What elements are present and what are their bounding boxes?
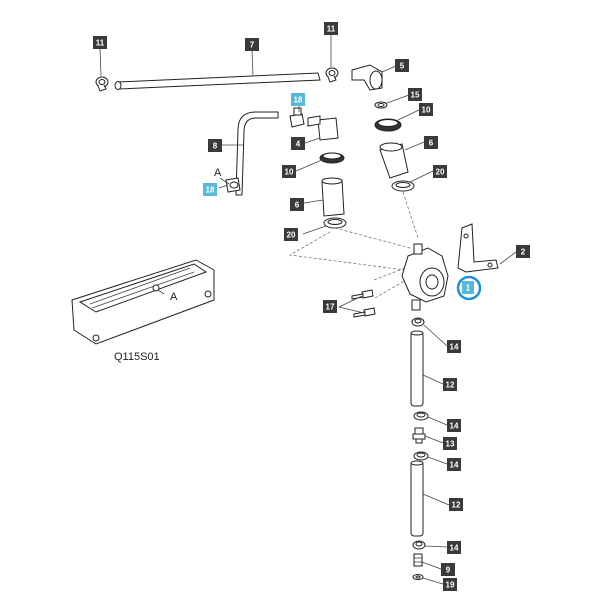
bolt-17-lower bbox=[353, 307, 376, 318]
assembly-line bbox=[402, 191, 419, 239]
svg-text:13: 13 bbox=[446, 440, 455, 449]
callout-10-left[interactable]: 10 bbox=[282, 165, 296, 178]
valve-cover bbox=[71, 259, 215, 345]
callout-14-c[interactable]: 14 bbox=[447, 458, 461, 471]
svg-text:20: 20 bbox=[436, 168, 445, 177]
svg-text:5: 5 bbox=[400, 62, 405, 71]
svg-text:12: 12 bbox=[452, 501, 461, 510]
callout-18-left[interactable]: 18 bbox=[203, 183, 217, 196]
connector-13 bbox=[412, 427, 426, 444]
hose-clamp-11-left bbox=[95, 76, 109, 92]
hose-8 bbox=[235, 111, 279, 196]
callout-12-upper[interactable]: 12 bbox=[443, 378, 457, 391]
callout-20-right[interactable]: 20 bbox=[433, 165, 447, 178]
callout-18-top[interactable]: 18 bbox=[291, 93, 305, 106]
assembly-line bbox=[334, 227, 411, 249]
svg-text:10: 10 bbox=[285, 168, 294, 177]
callout-8[interactable]: 8 bbox=[208, 139, 222, 152]
svg-text:14: 14 bbox=[450, 544, 459, 553]
svg-text:10: 10 bbox=[422, 106, 431, 115]
bolt-17-upper bbox=[351, 289, 374, 300]
clamp-14-a bbox=[411, 317, 425, 327]
callout-14-d[interactable]: 14 bbox=[447, 541, 461, 554]
callout-20-left[interactable]: 20 bbox=[284, 228, 298, 241]
sleeve-6-right bbox=[379, 142, 409, 179]
callout-11-left[interactable]: 11 bbox=[93, 36, 107, 49]
svg-text:7: 7 bbox=[250, 41, 255, 50]
callout-12-lower[interactable]: 12 bbox=[449, 498, 463, 511]
hose-clamp-11-right bbox=[325, 67, 339, 83]
callout-17[interactable]: 17 bbox=[323, 300, 337, 313]
svg-text:14: 14 bbox=[450, 343, 459, 352]
callout-9[interactable]: 9 bbox=[441, 563, 455, 576]
svg-text:12: 12 bbox=[446, 381, 455, 390]
assembly-line bbox=[288, 231, 406, 271]
clamp-14-b bbox=[413, 411, 429, 421]
sleeve-6-left bbox=[321, 177, 345, 217]
elbow-5 bbox=[351, 64, 383, 91]
svg-text:11: 11 bbox=[327, 25, 336, 34]
svg-text:1: 1 bbox=[466, 284, 471, 293]
clamp-20-right bbox=[391, 180, 415, 192]
callout-1[interactable]: 1 bbox=[462, 281, 474, 294]
callout-4[interactable]: 4 bbox=[291, 137, 305, 150]
clamp-10-right bbox=[374, 118, 402, 132]
callout-15[interactable]: 15 bbox=[408, 88, 422, 101]
svg-text:18: 18 bbox=[294, 96, 303, 105]
assembly-line bbox=[373, 267, 406, 281]
svg-text:9: 9 bbox=[446, 566, 451, 575]
clamp-14-c bbox=[413, 451, 429, 461]
adapter-4 bbox=[307, 115, 339, 141]
clamp-10-left bbox=[319, 152, 345, 164]
svg-text:2: 2 bbox=[521, 248, 526, 257]
svg-text:6: 6 bbox=[295, 201, 300, 210]
callout-6-left[interactable]: 6 bbox=[290, 198, 304, 211]
hose-12-lower bbox=[410, 460, 424, 537]
view-label-a-cover: A bbox=[170, 291, 178, 303]
highlight-ring-1 bbox=[456, 275, 482, 301]
hose-7 bbox=[114, 72, 321, 90]
svg-text:6: 6 bbox=[429, 139, 434, 148]
svg-text:19: 19 bbox=[446, 581, 455, 590]
svg-text:17: 17 bbox=[326, 303, 335, 312]
fitting-18-left bbox=[225, 177, 241, 193]
view-label-a-hose: A bbox=[214, 167, 222, 179]
hose-12-upper bbox=[410, 330, 424, 407]
clamp-20-left bbox=[323, 217, 347, 229]
svg-text:14: 14 bbox=[450, 422, 459, 431]
svg-text:20: 20 bbox=[287, 231, 296, 240]
callout-7[interactable]: 7 bbox=[245, 38, 259, 51]
callout-10-right[interactable]: 10 bbox=[419, 103, 433, 116]
fitting-9 bbox=[413, 553, 423, 567]
svg-text:18: 18 bbox=[206, 186, 215, 195]
svg-text:4: 4 bbox=[296, 140, 301, 149]
bracket-2 bbox=[457, 223, 499, 273]
assembly-line bbox=[374, 279, 407, 299]
callout-13[interactable]: 13 bbox=[443, 437, 457, 450]
callout-14-b[interactable]: 14 bbox=[447, 419, 461, 432]
callout-5[interactable]: 5 bbox=[395, 59, 409, 72]
callout-11-right[interactable]: 11 bbox=[324, 22, 338, 35]
callout-14-a[interactable]: 14 bbox=[447, 340, 461, 353]
pump-1 bbox=[401, 243, 449, 311]
callout-6-right[interactable]: 6 bbox=[424, 136, 438, 149]
leader-lines bbox=[99, 34, 517, 585]
callout-2[interactable]: 2 bbox=[516, 245, 530, 258]
clamp-14-d bbox=[412, 540, 426, 550]
svg-text:15: 15 bbox=[411, 91, 420, 100]
svg-text:8: 8 bbox=[213, 142, 218, 151]
o-ring-15 bbox=[374, 101, 388, 109]
figure-code: Q115S01 bbox=[114, 351, 160, 363]
fitting-18-top bbox=[289, 107, 305, 128]
svg-text:14: 14 bbox=[450, 461, 459, 470]
callout-19[interactable]: 19 bbox=[443, 578, 457, 591]
svg-text:11: 11 bbox=[96, 39, 105, 48]
washer-19 bbox=[412, 574, 424, 580]
